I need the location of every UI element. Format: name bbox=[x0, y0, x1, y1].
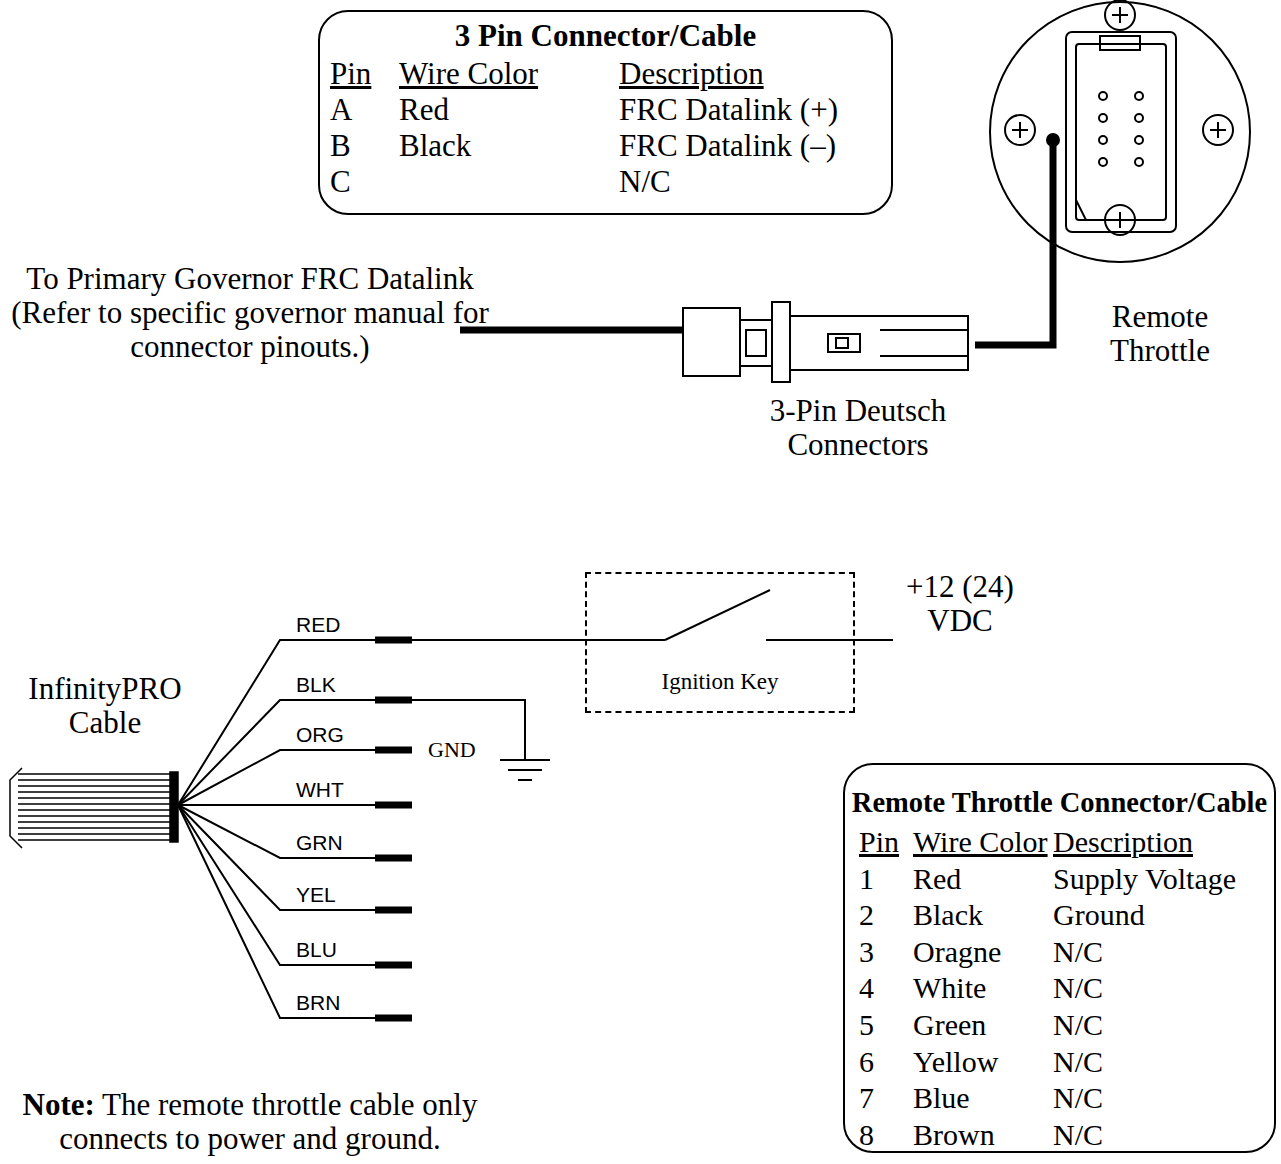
table-cell: Blue bbox=[913, 1081, 970, 1116]
table-cell: N/C bbox=[1053, 1045, 1103, 1080]
table-cell: FRC Datalink (+) bbox=[619, 92, 838, 128]
table-cell: N/C bbox=[1053, 1118, 1103, 1153]
table-header: Wire Color bbox=[913, 825, 1048, 860]
ignition-switch bbox=[665, 590, 893, 640]
table-cell: Green bbox=[913, 1008, 986, 1043]
table-cell: 2 bbox=[859, 898, 874, 933]
note-heading: Note: bbox=[23, 1087, 95, 1122]
wire-color-label: GRN bbox=[296, 831, 376, 854]
voltage-label: +12 (24) VDC bbox=[893, 570, 1027, 638]
table-cell: Oragne bbox=[913, 935, 1001, 970]
table-cell: C bbox=[330, 164, 351, 200]
part-label: 3-Pin Deutsch Connectors bbox=[728, 394, 988, 462]
ground-label: GND bbox=[428, 738, 498, 762]
deutsch-receptacle bbox=[1066, 32, 1176, 232]
table-cell: Red bbox=[913, 862, 961, 897]
table-cell: 5 bbox=[859, 1008, 874, 1043]
box-label: Ignition Key bbox=[662, 669, 779, 695]
wire-color-label: BLK bbox=[296, 673, 376, 696]
callout-text: To Primary Governor FRC Datalink (Refer … bbox=[10, 262, 490, 364]
table-cell: 8 bbox=[859, 1118, 874, 1153]
table-cell: N/C bbox=[1053, 1081, 1103, 1116]
table-cell: B bbox=[330, 128, 351, 164]
wire-color-label: ORG bbox=[296, 723, 376, 746]
table-cell: Ground bbox=[1053, 898, 1145, 933]
part-label: Remote Throttle bbox=[1085, 300, 1235, 368]
datalink-cable bbox=[460, 327, 683, 334]
mounting-screw bbox=[1005, 0, 1233, 235]
table-cell: 1 bbox=[859, 862, 874, 897]
table-cell: Red bbox=[399, 92, 449, 128]
table-cell: 3 bbox=[859, 935, 874, 970]
table-cell: Supply Voltage bbox=[1053, 862, 1236, 897]
gauge-body bbox=[990, 2, 1250, 262]
ignition-key-box: Ignition Key bbox=[585, 572, 855, 713]
note-body: The remote throttle cable only connects … bbox=[59, 1087, 477, 1156]
pin-table-box: Remote Throttle Connector/CablePin Wire C… bbox=[843, 763, 1276, 1153]
table-header: Pin bbox=[859, 825, 899, 860]
throttle-cable bbox=[975, 140, 1053, 345]
wire bbox=[178, 640, 665, 1018]
note-text: Note: The remote throttle cable only con… bbox=[10, 1088, 490, 1156]
table-header: Description bbox=[1053, 825, 1193, 860]
wire-color-label: BRN bbox=[296, 991, 376, 1014]
table-cell: 7 bbox=[859, 1081, 874, 1116]
wire-color-label: RED bbox=[296, 613, 376, 636]
pin-table-box: 3 Pin Connector/CablePin Wire Color Descri… bbox=[318, 10, 893, 215]
table-heading: 3 Pin Connector/Cable bbox=[455, 18, 756, 54]
ribbon-cable bbox=[10, 768, 178, 848]
table-cell: A bbox=[330, 92, 352, 128]
table-cell: Black bbox=[399, 128, 471, 164]
table-heading: Remote Throttle Connector/Cable bbox=[852, 787, 1267, 820]
wire-color-label: YEL bbox=[296, 883, 376, 906]
table-header: Wire Color bbox=[399, 56, 538, 92]
table-cell: N/C bbox=[1053, 1008, 1103, 1043]
ground-symbol bbox=[500, 760, 550, 780]
table-cell: N/C bbox=[1053, 935, 1103, 970]
table-cell: Yellow bbox=[913, 1045, 998, 1080]
table-cell: Black bbox=[913, 898, 983, 933]
part-label: InfinityPRO Cable bbox=[10, 672, 200, 740]
table-cell: Brown bbox=[913, 1118, 995, 1153]
table-header: Description bbox=[619, 56, 764, 92]
deutsch-connector bbox=[683, 302, 968, 382]
wire-color-label: BLU bbox=[296, 938, 376, 961]
table-cell: N/C bbox=[1053, 971, 1103, 1006]
table-cell: N/C bbox=[619, 164, 671, 200]
table-cell: FRC Datalink (–) bbox=[619, 128, 836, 164]
table-cell: 6 bbox=[859, 1045, 874, 1080]
table-header: Pin bbox=[330, 56, 371, 92]
table-cell: White bbox=[913, 971, 986, 1006]
table-cell: 4 bbox=[859, 971, 874, 1006]
wire-color-label: WHT bbox=[296, 778, 376, 801]
